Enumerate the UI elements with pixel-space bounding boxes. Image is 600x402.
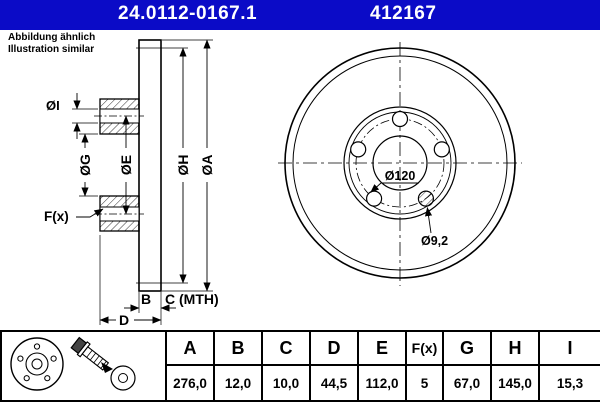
col-header-b: B — [213, 330, 263, 366]
value-a: 276,0 — [165, 364, 215, 402]
cross-section-view — [72, 39, 213, 325]
col-header-a: A — [165, 330, 215, 366]
spec-table: A B C D E F(x) G H I 276,0 12,0 10,0 44,… — [0, 330, 600, 402]
col-header-e: E — [357, 330, 407, 366]
col-header-fx: F(x) — [405, 330, 444, 366]
dim-label-h: ØH — [175, 155, 191, 176]
dim-label-e: ØE — [118, 155, 134, 175]
value-i: 15,3 — [538, 364, 600, 402]
dim-label-g: ØG — [77, 154, 93, 176]
dim-label-i: ØI — [46, 98, 60, 113]
value-b: 12,0 — [213, 364, 263, 402]
note-line-en: Illustration similar — [8, 44, 95, 55]
title-bar: 24.0112-0167.1 412167 — [0, 0, 600, 30]
value-d: 44,5 — [309, 364, 359, 402]
col-header-d: D — [309, 330, 359, 366]
bolt-circle-label: Ø120 — [385, 169, 416, 183]
value-fx: 5 — [405, 364, 444, 402]
drawing-area: Abbildung ähnlich Illustration similar — [0, 30, 600, 330]
hub-arrow-icon — [101, 361, 136, 391]
dim-label-c-mth: C (MTH) — [165, 291, 219, 307]
note-line-de: Abbildung ähnlich — [8, 32, 96, 43]
front-view — [278, 42, 522, 286]
technical-drawing: ØI ØG ØE ØH ØA F(x) B C (MTH) D — [44, 39, 522, 328]
brake-disc-icon — [10, 336, 64, 391]
legend-icons — [10, 336, 136, 391]
dim-label-fx: F(x) — [44, 209, 69, 224]
dim-label-d: D — [119, 312, 129, 328]
reference-number: 412167 — [370, 3, 437, 24]
value-g: 67,0 — [442, 364, 492, 402]
value-e: 112,0 — [357, 364, 407, 402]
dim-label-a: ØA — [199, 155, 215, 176]
value-c: 10,0 — [261, 364, 311, 402]
col-header-c: C — [261, 330, 311, 366]
value-h: 145,0 — [490, 364, 540, 402]
legend-icons-cell — [0, 330, 167, 402]
dim-label-b: B — [141, 291, 151, 307]
illustration-note: Abbildung ähnlich Illustration similar — [8, 32, 95, 56]
col-header-i: I — [538, 330, 600, 366]
part-number: 24.0112-0167.1 — [118, 3, 258, 24]
col-header-g: G — [442, 330, 492, 366]
hole-dia-label: Ø9,2 — [421, 234, 448, 248]
col-header-h: H — [490, 330, 540, 366]
